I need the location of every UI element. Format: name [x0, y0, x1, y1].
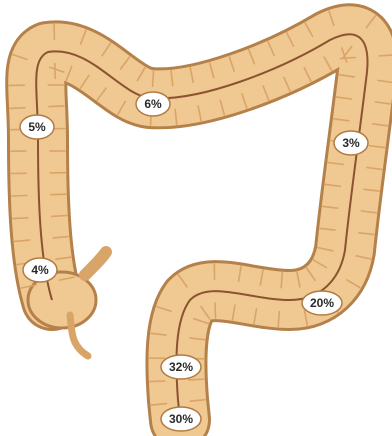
- haustra-fold: [49, 106, 64, 107]
- label-rectosigmoid: 32%: [161, 355, 201, 379]
- haustra-fold: [189, 379, 204, 380]
- rectum-percent: 30%: [169, 412, 193, 426]
- haustra-fold: [52, 216, 67, 217]
- label-sigmoid: 20%: [302, 291, 342, 315]
- haustra-fold: [10, 108, 25, 109]
- haustra-fold: [51, 194, 66, 195]
- label-transverse: 6%: [136, 92, 170, 116]
- colon-body: [9, 11, 392, 420]
- rectosigmoid-percent: 32%: [169, 360, 193, 374]
- label-rectum: 30%: [161, 407, 201, 431]
- label-descending: 3%: [334, 131, 368, 155]
- haustra-fold: [150, 381, 165, 382]
- ileum-stub: [85, 252, 106, 275]
- label-cecum: 4%: [23, 258, 57, 282]
- haustra-fold: [153, 71, 154, 86]
- haustra-fold: [340, 58, 355, 59]
- sigmoid-percent: 20%: [310, 296, 334, 310]
- cecum-percent: 4%: [31, 263, 49, 277]
- descending-percent: 3%: [342, 136, 360, 150]
- haustra-fold: [13, 218, 28, 219]
- label-ascending: 5%: [20, 115, 54, 139]
- transverse-percent: 6%: [144, 97, 162, 111]
- haustra-fold: [379, 55, 392, 56]
- haustra-fold: [281, 273, 282, 288]
- haustra-fold: [12, 196, 27, 197]
- ascending-percent: 5%: [28, 120, 46, 134]
